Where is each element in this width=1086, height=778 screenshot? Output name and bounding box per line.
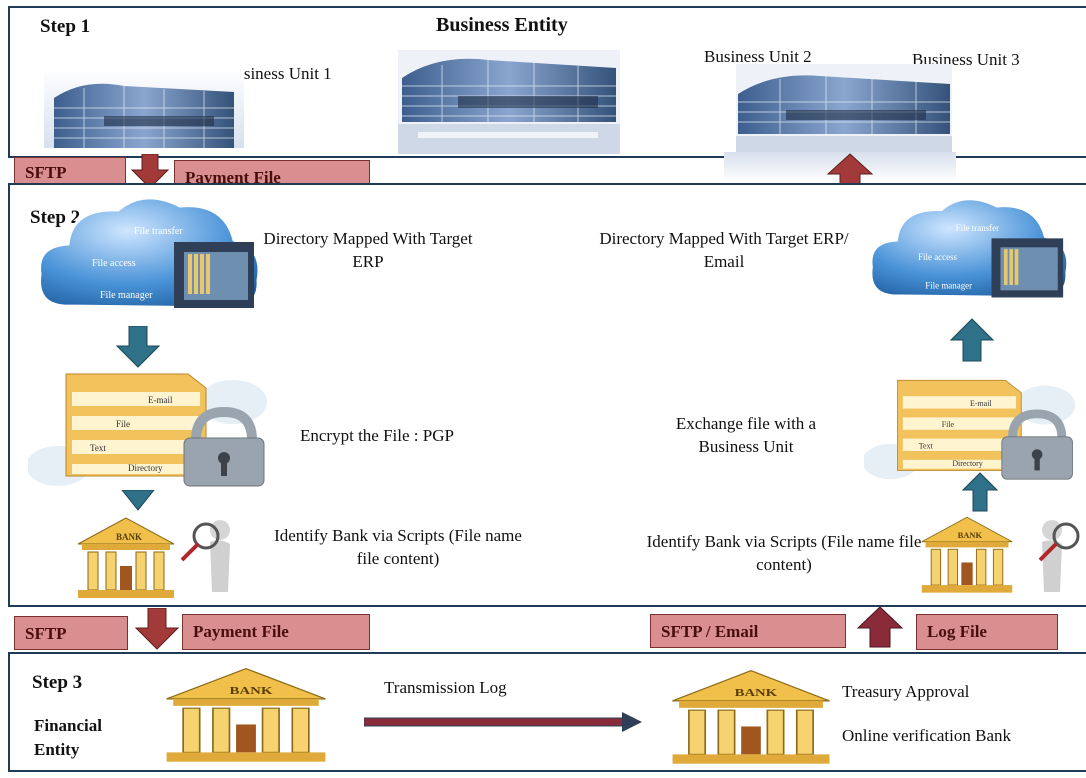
- magnifier-person-icon-left: [180, 514, 242, 594]
- bank-icon-step3-left: BANK: [160, 664, 332, 764]
- encrypted-folder-right: E-mail File Text Directory: [862, 372, 1076, 484]
- business-unit-1-label: Business Unit 1: [224, 64, 332, 83]
- cloud-label-access: File access: [92, 258, 136, 269]
- cloud-label-transfer-right: File transfer: [956, 223, 999, 233]
- magnifier-person-icon-right: [1018, 514, 1080, 594]
- cloud-label-access-right: File access: [918, 252, 957, 262]
- treasury-approval-label: Treasury Approval: [842, 682, 970, 701]
- sftp-email-tag: SFTP / Email: [650, 614, 846, 648]
- sftp-tag-bottom: SFTP: [14, 616, 128, 650]
- step1-label: Step 1: [40, 16, 91, 37]
- folder-label-directory-right: Directory: [952, 459, 982, 468]
- building-image-units-2-3: [736, 64, 952, 154]
- teal-up-arrow-1: [949, 318, 995, 362]
- identify-bank-label-left: Identify Bank via Scripts (File name fil…: [274, 526, 522, 568]
- folder-label-text-right: Text: [919, 441, 934, 450]
- building-image-entity: [398, 50, 620, 154]
- down-arrow-bottom: [134, 607, 180, 650]
- right-directory-label: Directory Mapped With Target ERP/ Email: [599, 229, 849, 271]
- folder-label-email: E-mail: [148, 395, 173, 405]
- folder-label-file-right: File: [942, 420, 955, 429]
- transmission-arrow: [363, 710, 644, 734]
- cloud-file-manager-left: File transfer File access File manager: [34, 188, 266, 322]
- folder-label-email-right: E-mail: [970, 399, 992, 408]
- online-verification-label: Online verification Bank: [842, 726, 1012, 745]
- bank-sign-right: BANK: [958, 530, 983, 540]
- encrypted-folder-left: E-mail File Text Directory: [26, 366, 268, 490]
- business-unit-2-label: Business Unit 2: [704, 47, 812, 66]
- cloud-label-transfer: File transfer: [134, 226, 183, 237]
- cloud-label-manager: File manager: [100, 290, 153, 301]
- bank-sign-step3-left: BANK: [229, 685, 272, 696]
- bank-sign-left: BANK: [116, 532, 142, 542]
- log-up-arrow: [856, 606, 904, 648]
- building-image-unit-1: [44, 68, 244, 148]
- left-directory-label: Directory Mapped With Target ERP: [263, 229, 473, 271]
- cloud-label-manager-right: File manager: [925, 281, 972, 291]
- bank-icon-left: BANK: [74, 514, 178, 600]
- business-entity-title: Business Entity: [436, 14, 568, 36]
- log-file-tag: Log File: [916, 614, 1058, 650]
- identify-bank-label-right: Identify Bank via Scripts (File name fil…: [646, 532, 922, 574]
- bank-icon-right: BANK: [918, 512, 1016, 596]
- teal-up-arrow-2: [961, 472, 999, 512]
- payment-file-tag-bottom: Payment File: [182, 614, 370, 650]
- step3-label: Step 3: [32, 672, 83, 693]
- financial-entity-label: Financial Entity: [34, 716, 103, 759]
- teal-down-arrow-2: [118, 489, 158, 512]
- down-arrow-top: [130, 153, 170, 190]
- folder-label-text: Text: [90, 443, 106, 453]
- folder-label-directory: Directory: [128, 463, 163, 473]
- exchange-label: Exchange file with a Business Unit: [675, 414, 817, 456]
- step2-label: Step 2: [30, 207, 81, 228]
- folder-label-file: File: [116, 419, 130, 429]
- transmission-log-label: Transmission Log: [384, 678, 507, 697]
- encrypt-label: Encrypt the File : PGP: [300, 426, 454, 445]
- bank-sign-step3-right: BANK: [735, 687, 778, 698]
- cloud-file-manager-right: File transfer File access File manager: [866, 190, 1074, 310]
- teal-down-arrow-1: [115, 325, 161, 368]
- bank-icon-step3-right: BANK: [666, 666, 836, 766]
